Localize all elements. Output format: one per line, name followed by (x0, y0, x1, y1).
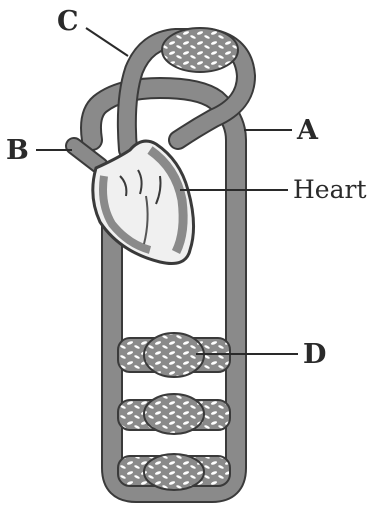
label-b: B (6, 137, 29, 164)
label-heart: Heart (293, 177, 367, 202)
label-d: D (303, 341, 326, 368)
lung-capillary-bed (162, 28, 238, 72)
label-c: C (57, 8, 79, 35)
body-capillary-beds (118, 333, 230, 490)
label-a: A (297, 117, 318, 144)
leader-line-c (86, 28, 128, 56)
